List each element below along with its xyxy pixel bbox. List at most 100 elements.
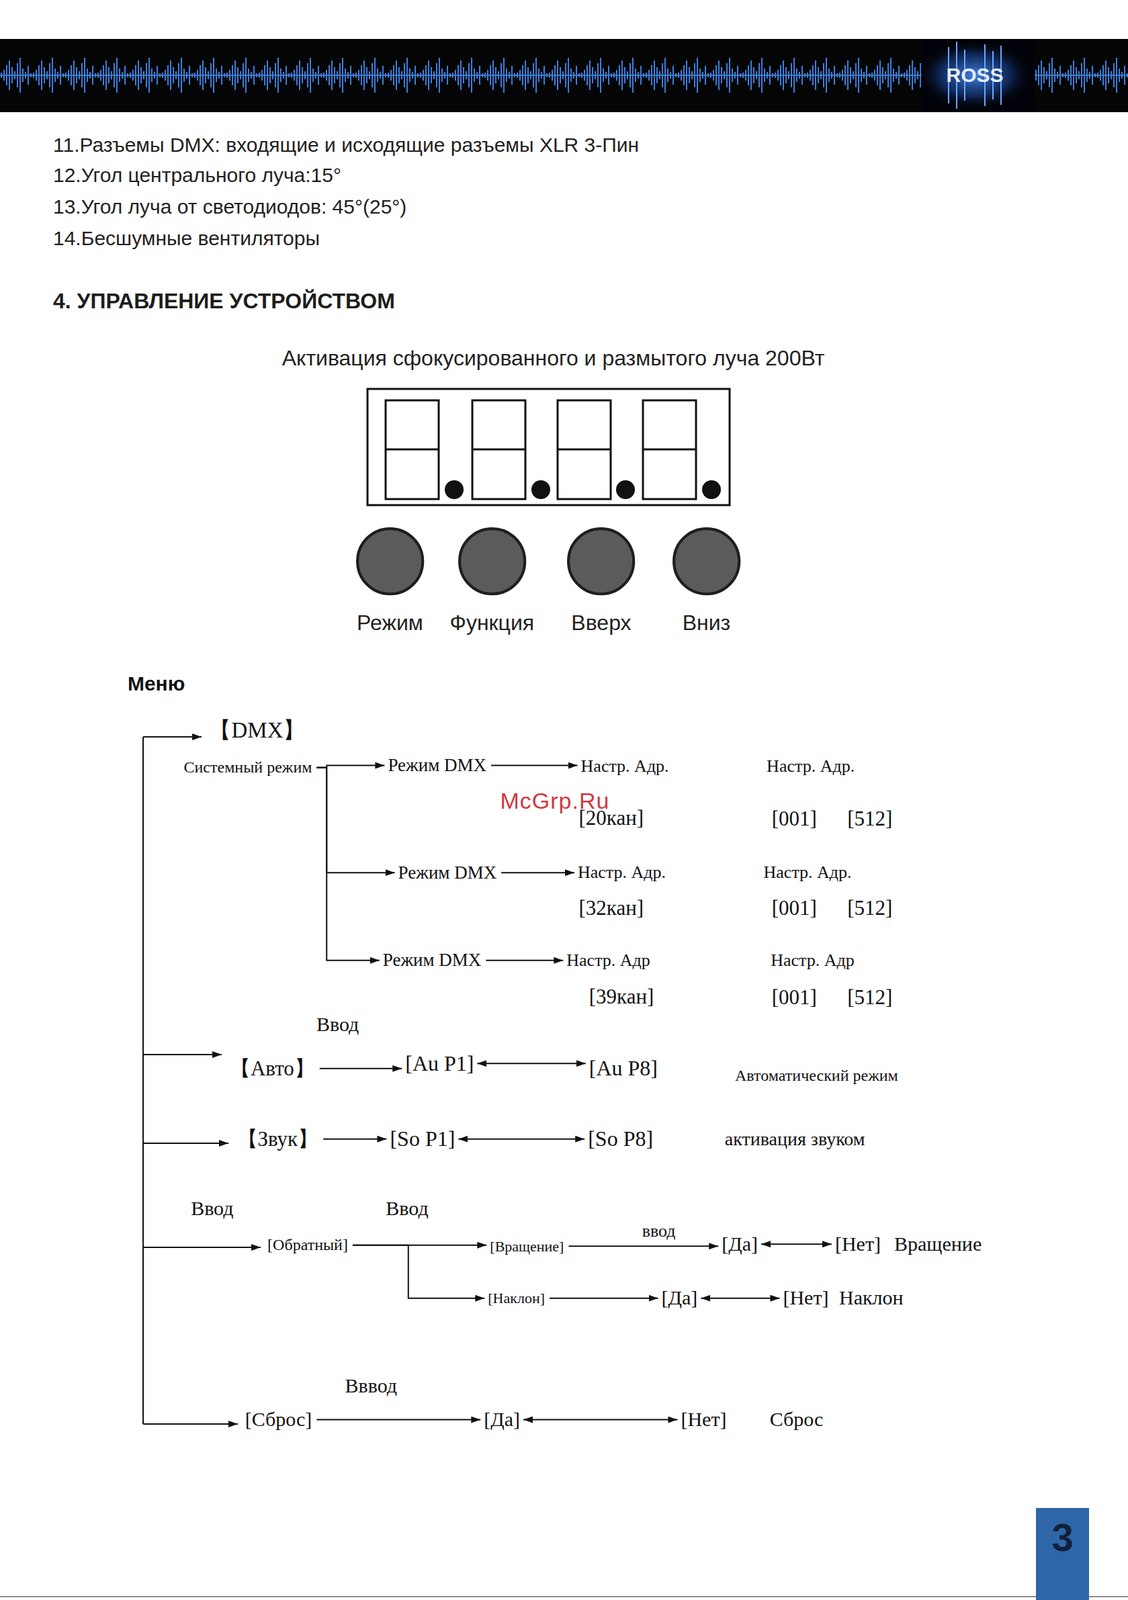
- menu-item: Режим DMX: [386, 753, 488, 778]
- menu-text: [Да]: [661, 1286, 699, 1311]
- menu-heading: Меню: [127, 672, 185, 697]
- control-button: Вниз: [671, 526, 742, 596]
- connector-arrow: [491, 765, 578, 767]
- led-display: [367, 388, 730, 506]
- menu-note: Ввод: [190, 1197, 234, 1221]
- address-value: [512]: [847, 896, 893, 921]
- edge-label: Ввод: [383, 1197, 430, 1221]
- menu-text: [Да]: [483, 1408, 520, 1432]
- seven-segment-digits: [385, 400, 697, 500]
- spec-item: 12.Угол центрального луча:15°: [53, 163, 342, 188]
- menu-item: Системный режим: [182, 757, 314, 779]
- menu-item: [Нет]: [679, 1406, 728, 1434]
- logo-glow: [917, 40, 1033, 111]
- connector-arrow: [316, 767, 395, 874]
- button-circle: [566, 526, 636, 596]
- button-circle: [457, 526, 527, 596]
- menu-text: [Сброс]: [245, 1408, 313, 1432]
- menu-note: активация звуком: [724, 1128, 866, 1151]
- channel-mode: [20кан]: [579, 806, 670, 831]
- panel-caption: Активация сфокусированного и размытого л…: [282, 345, 826, 371]
- menu-item: [Нет]: [833, 1231, 883, 1258]
- connector-arrow: [549, 1297, 659, 1300]
- menu-item: [Au P8]: [587, 1054, 660, 1083]
- button-face: [568, 528, 634, 594]
- menu-item: 【Авто】: [228, 1055, 317, 1083]
- menu-text: [Вращение]: [489, 1238, 564, 1255]
- connector-arrow: [319, 1068, 402, 1070]
- menu-item: [So P1]: [388, 1125, 457, 1153]
- address-value: [001]: [771, 896, 817, 921]
- menu-trunk: [143, 736, 261, 1425]
- menu-item: Режим DMX: [381, 948, 484, 973]
- menu-text: [Au P1]: [405, 1051, 474, 1077]
- button-label: Функция: [450, 610, 535, 636]
- connector-arrow: [458, 1138, 585, 1141]
- menu-item: [Au P1]: [403, 1050, 475, 1078]
- menu-text: 【DMX】: [208, 718, 306, 744]
- menu-text: [Нет]: [782, 1286, 829, 1311]
- menu-item: [Вращение]: [488, 1236, 566, 1257]
- spec-item: 11.Разъемы DMX: входящие и исходящие раз…: [53, 133, 639, 158]
- edge-label: Ввод: [314, 1013, 361, 1037]
- button-label: Режим: [356, 610, 424, 636]
- menu-text: 【Звук】: [237, 1127, 320, 1152]
- header-banner: [0, 38, 1128, 113]
- menu-note: Наклон: [839, 1286, 904, 1311]
- menu-text: Режим DMX: [387, 755, 487, 776]
- menu-text: [Обратный]: [267, 1236, 349, 1255]
- connector-arrow: [485, 960, 563, 962]
- menu-item: [So P8]: [586, 1125, 655, 1153]
- button-label: Вниз: [682, 610, 731, 636]
- spec-item: 14.Бесшумные вентиляторы: [53, 227, 320, 251]
- page-number-tab: [1035, 1508, 1090, 1600]
- menu-text: Настр. Адр.: [763, 862, 852, 883]
- footer-rule: [0, 1596, 1128, 1598]
- menu-text: Настр. Адр: [566, 950, 654, 971]
- button-face: [459, 528, 525, 594]
- control-button: Функция: [457, 526, 527, 596]
- menu-item: [Да]: [660, 1285, 700, 1312]
- menu-text: Режим DMX: [382, 949, 482, 971]
- menu-text: [So P8]: [587, 1126, 654, 1152]
- menu-text: Настр. Адр.: [766, 756, 855, 777]
- control-button: Режим: [355, 526, 425, 596]
- address-value: [001]: [771, 806, 817, 832]
- menu-item: [Нет]: [781, 1285, 830, 1312]
- connector-arrow: [323, 1138, 387, 1141]
- edge-label: ввод: [640, 1221, 678, 1242]
- menu-item: Настр. Адр[39кан]: [565, 949, 656, 1011]
- connector-arrow: [352, 1245, 485, 1299]
- section-heading: 4. УПРАВЛЕНИЕ УСТРОЙСТВОМ: [53, 288, 396, 314]
- menu-text: [Нет]: [835, 1232, 881, 1257]
- menu-item: 【DMX】: [207, 716, 307, 746]
- menu-text: [Нет]: [680, 1408, 727, 1432]
- connector-arrow: [476, 1062, 586, 1065]
- button-face: [673, 528, 740, 594]
- menu-item: Настр. Адр.[20кан]: [579, 755, 671, 832]
- menu-item: [Да]: [482, 1406, 522, 1434]
- menu-note: Сброс: [769, 1408, 824, 1432]
- connector-arrow: [501, 872, 575, 874]
- menu-item: Настр. Адр.[32кан]: [576, 861, 668, 922]
- brand-logo: ROSS: [946, 63, 1004, 88]
- connector-arrow: [523, 1419, 678, 1421]
- connector-arrow: [700, 1297, 780, 1300]
- menu-text: Режим DMX: [398, 862, 498, 884]
- menu-text: Системный режим: [184, 758, 313, 778]
- menu-text: Настр. Адр.: [577, 862, 666, 883]
- connector-arrow: [568, 1245, 719, 1247]
- address-value: [512]: [847, 806, 893, 832]
- button-label: Вверх: [571, 610, 631, 636]
- menu-item: [Да]: [720, 1231, 760, 1258]
- control-button: Вверх: [566, 526, 636, 596]
- address-value: [512]: [847, 985, 893, 1010]
- menu-text: [Au P8]: [589, 1056, 658, 1081]
- button-face: [357, 528, 423, 594]
- address-value: [001]: [771, 985, 817, 1010]
- button-circle: [671, 526, 742, 596]
- connector-arrow: [316, 767, 379, 961]
- menu-note: Вращение: [894, 1232, 982, 1257]
- menu-text: 【Авто】: [229, 1056, 316, 1081]
